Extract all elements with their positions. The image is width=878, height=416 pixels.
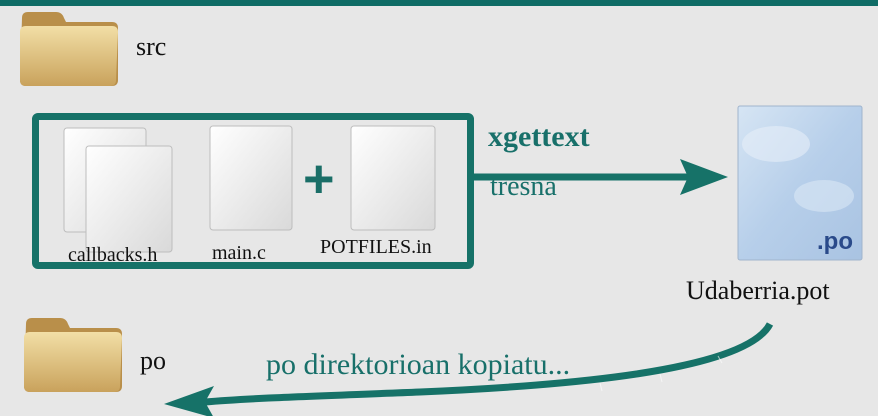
folder-icon xyxy=(24,318,122,392)
po-extension-badge: .po xyxy=(817,228,853,255)
callbacks-file-label: callbacks.h xyxy=(68,244,158,266)
document-stack-icon xyxy=(63,127,173,253)
copy-arrow-head xyxy=(164,386,214,416)
document-icon xyxy=(350,125,436,231)
potfiles-label: POTFILES.in xyxy=(320,236,432,258)
main-file-label: main.c xyxy=(212,242,266,264)
source-files-group xyxy=(32,113,474,269)
xgettext-label: xgettext xyxy=(488,120,590,153)
folder-icon xyxy=(20,12,118,86)
copy-arrow-shaft xyxy=(204,322,774,406)
po-folder-label: po xyxy=(140,346,166,375)
document-icon xyxy=(209,125,293,231)
copy-caption: po direktorioan kopiatu... xyxy=(266,348,571,381)
plus-sign: + xyxy=(303,149,335,209)
top-accent-bar xyxy=(0,0,878,6)
pot-file-label: Udaberria.pot xyxy=(686,276,830,305)
xgettext-arrow-head xyxy=(680,159,728,195)
pot-file-icon xyxy=(737,105,863,261)
src-folder-label: src xyxy=(136,32,167,61)
